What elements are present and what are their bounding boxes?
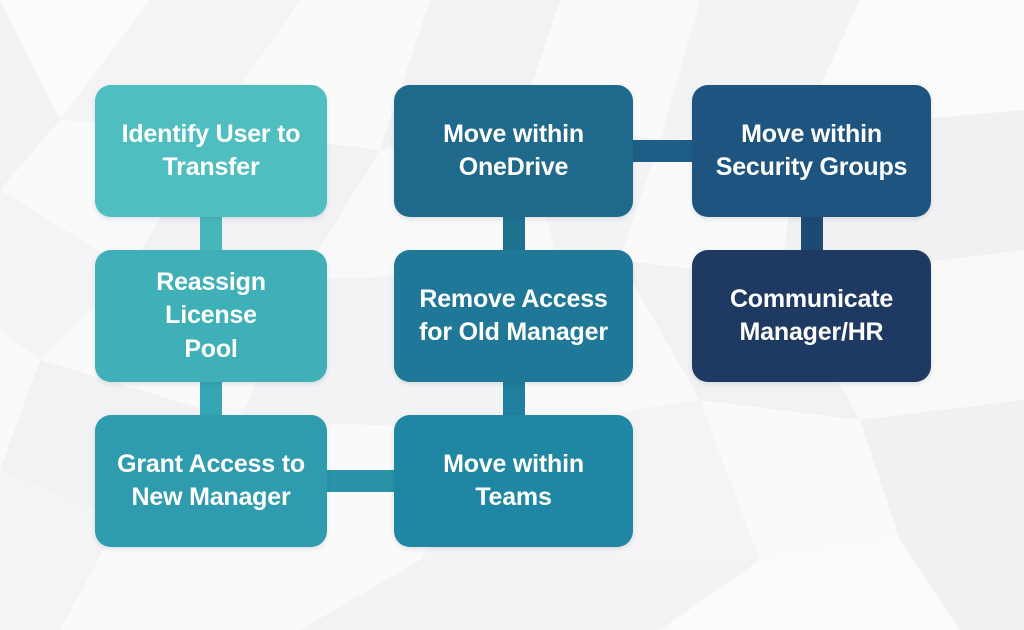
node-label: Remove Access for Old Manager: [419, 284, 608, 346]
connector-move-teams-to-remove-access: [502, 378, 525, 419]
node-label: Identify User to Transfer: [121, 119, 301, 181]
node-move-within-teams[interactable]: Move within Teams: [394, 415, 633, 547]
node-label: Move within Security Groups: [715, 119, 908, 181]
node-label: Grant Access to New Manager: [117, 449, 305, 511]
node-reassign-license-pool[interactable]: Reassign License Pool: [95, 250, 327, 382]
node-remove-access-for-old-manager[interactable]: Remove Access for Old Manager: [394, 250, 633, 382]
node-label: Reassign License Pool: [156, 268, 266, 363]
node-move-within-security-groups[interactable]: Move within Security Groups: [692, 85, 931, 217]
connector-grant-to-move-teams: [323, 470, 398, 492]
node-label: Communicate Manager/HR: [729, 284, 894, 346]
connector-onedrive-to-security-groups: [629, 140, 696, 162]
node-label: Move within OneDrive: [443, 119, 584, 181]
connector-identify-to-reassign: [200, 213, 222, 254]
connector-remove-access-to-onedrive: [502, 213, 525, 254]
node-move-within-onedrive[interactable]: Move within OneDrive: [394, 85, 633, 217]
node-identify-user-to-transfer[interactable]: Identify User to Transfer: [95, 85, 327, 217]
connector-reassign-to-grant: [200, 378, 222, 419]
connector-security-groups-to-communicate: [800, 213, 823, 254]
node-grant-access-to-new-manager[interactable]: Grant Access to New Manager: [95, 415, 327, 547]
node-communicate-manager-hr[interactable]: Communicate Manager/HR: [692, 250, 931, 382]
node-label: Move within Teams: [443, 449, 584, 511]
